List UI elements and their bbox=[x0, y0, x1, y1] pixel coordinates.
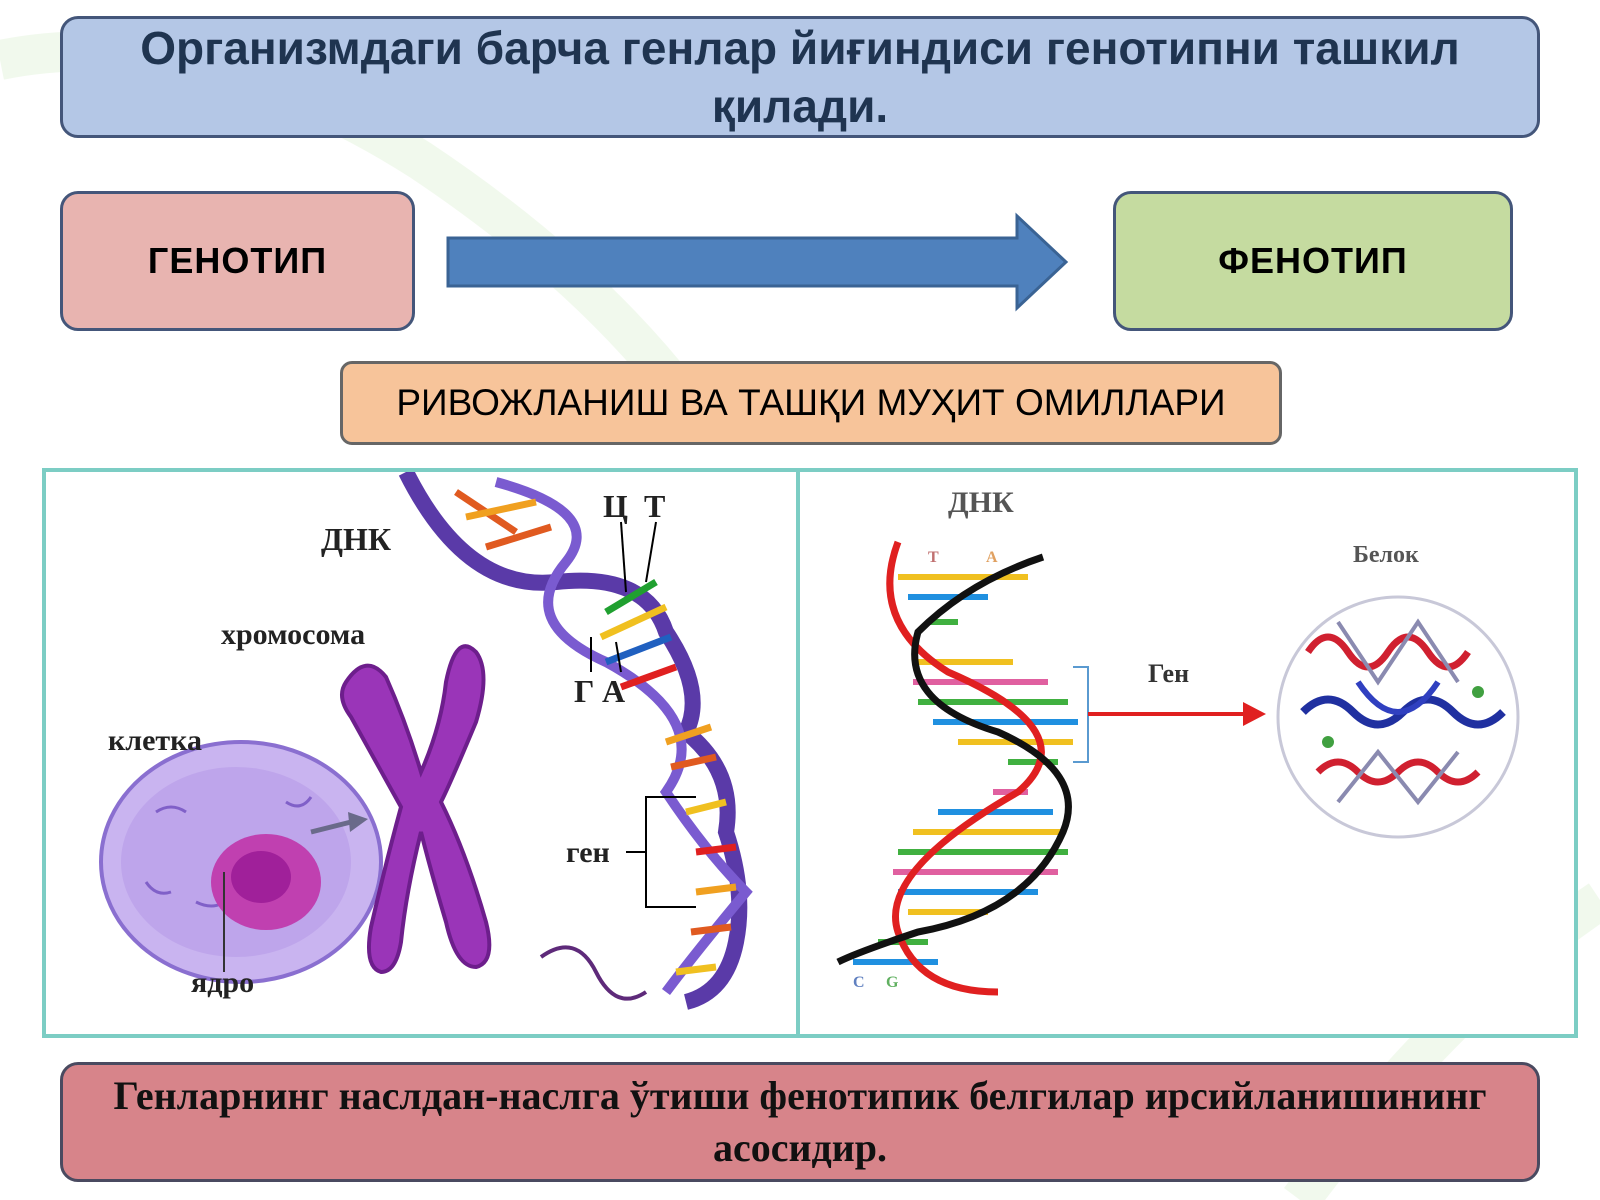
protein-label: Белок bbox=[1353, 542, 1419, 568]
title-box: Организмдаги барча генлар йиғиндиси гено… bbox=[60, 16, 1540, 138]
chromosome-shape bbox=[340, 644, 492, 975]
dna-helix-left bbox=[398, 472, 753, 1010]
genotype-label: ГЕНОТИП bbox=[147, 240, 328, 281]
footer-box: Генларнинг наслдан-наслга ўтиши фенотипи… bbox=[60, 1062, 1540, 1182]
dna-gene-protein-figure: ДНК Т А С G Ген Белок bbox=[836, 486, 1520, 996]
dna-strand-black bbox=[836, 553, 1072, 966]
phenotype-label: ФЕНОТИП bbox=[1218, 240, 1408, 281]
t-label: Т bbox=[644, 488, 665, 524]
title-text: Организмдаги барча генлар йиғиндиси гено… bbox=[140, 22, 1460, 132]
a-label: А bbox=[602, 673, 625, 709]
cell-chromosome-dna-figure: ДНК Ц Т Г А хромосома клетка ядро ген bbox=[99, 472, 753, 1010]
panel-divider bbox=[796, 468, 800, 1038]
c-label: Ц bbox=[603, 488, 628, 524]
top-t-label: Т bbox=[928, 549, 939, 566]
protein-structure bbox=[1276, 595, 1520, 839]
bottom-g-label: G bbox=[886, 974, 899, 991]
footer-text: Генларнинг наслдан-наслга ўтиши фенотипи… bbox=[113, 1073, 1487, 1170]
factors-label: РИВОЖЛАНИШ ВА ТАШҚИ МУҲИТ ОМИЛЛАРИ bbox=[396, 382, 1226, 423]
genotype-box: ГЕНОТИП bbox=[60, 191, 415, 331]
illustration-panel: ДНК Ц Т Г А хромосома клетка ядро ген bbox=[42, 468, 1578, 1038]
right-arrow-icon bbox=[446, 212, 1069, 312]
chromosome-label: хромосома bbox=[221, 618, 365, 651]
cell-label: клетка bbox=[108, 724, 202, 757]
g-label: Г bbox=[574, 673, 594, 709]
top-a-label: А bbox=[986, 549, 998, 566]
factors-box: РИВОЖЛАНИШ ВА ТАШҚИ МУҲИТ ОМИЛЛАРИ bbox=[340, 361, 1282, 445]
dna-label: ДНК bbox=[321, 521, 391, 557]
gene-label-right: Ген bbox=[1148, 659, 1189, 688]
bottom-c-label: С bbox=[853, 974, 865, 991]
dna-strand-red bbox=[886, 540, 1045, 996]
nucleus-label: ядро bbox=[191, 966, 254, 999]
phenotype-box: ФЕНОТИП bbox=[1113, 191, 1513, 331]
gene-label-left: ген bbox=[566, 836, 610, 869]
dna-label-right: ДНК bbox=[948, 486, 1014, 519]
